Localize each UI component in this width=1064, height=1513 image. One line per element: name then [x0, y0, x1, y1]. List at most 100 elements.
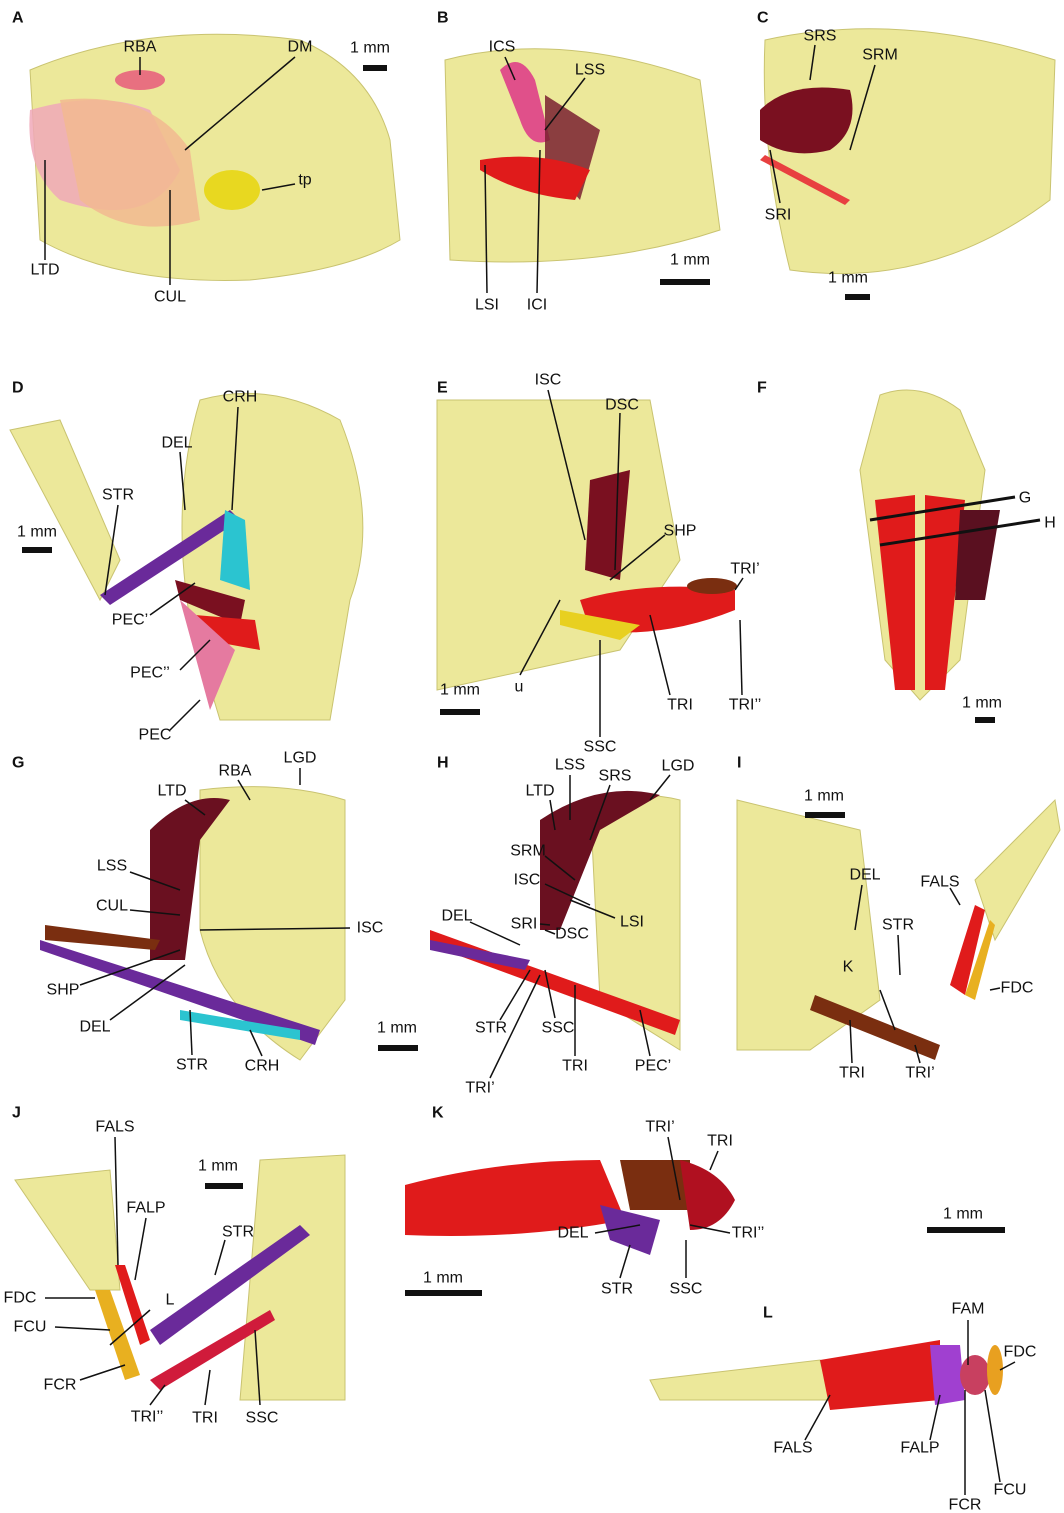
muscle-fals-j: [115, 1265, 150, 1345]
structure-label: LSI: [620, 914, 644, 931]
muscle-str-k: [600, 1205, 660, 1255]
scale-bar-label: 1 mm: [670, 252, 710, 269]
muscle-fals-i: [950, 905, 985, 995]
scale-bar: [22, 547, 52, 553]
panel-letter-a: A: [12, 10, 24, 27]
leader-line: [649, 774, 671, 801]
structure-label: TRI: [667, 697, 693, 714]
structure-label: RBA: [124, 39, 157, 56]
leader-line: [709, 1150, 719, 1171]
leader-line: [469, 921, 521, 946]
structure-label: FCU: [994, 1482, 1027, 1499]
leader-line: [544, 969, 556, 1019]
structure-label: u: [515, 679, 524, 696]
leader-line: [544, 929, 556, 935]
structure-label: STR: [882, 917, 914, 934]
structure-label: SRI: [511, 916, 538, 933]
skull-render-e: [436, 399, 681, 691]
muscle-ltd-g: [150, 798, 230, 960]
structure-label: TRI’: [905, 1065, 934, 1082]
muscle-str-d: [100, 510, 240, 605]
leader-line: [689, 1224, 731, 1234]
leader-line: [809, 44, 816, 81]
structure-label: FALS: [773, 1440, 812, 1457]
leader-line: [849, 64, 876, 151]
muscle-f-right: [925, 495, 965, 690]
panel-letter-i: I: [737, 755, 741, 772]
muscle-pec1-d: [175, 580, 245, 625]
leader-line: [544, 77, 586, 131]
leader-line: [999, 1361, 1016, 1371]
scale-bar: [205, 1183, 243, 1189]
leader-line: [204, 1369, 211, 1406]
structure-label: DEL: [849, 867, 880, 884]
leader-line: [231, 406, 239, 511]
structure-label: H: [1044, 515, 1056, 532]
muscle-trimain-k: [680, 1160, 735, 1230]
leader-line: [184, 799, 206, 816]
scale-bar: [378, 1045, 418, 1051]
structure-label: SRS: [599, 768, 632, 785]
leader-line: [739, 619, 743, 696]
structure-label: LSS: [575, 62, 605, 79]
leader-line: [184, 56, 296, 151]
structure-label: STR: [601, 1281, 633, 1298]
structure-label: SRS: [804, 28, 837, 45]
leader-line: [519, 599, 561, 676]
panel-letter-c: C: [757, 10, 769, 27]
leader-line: [189, 1009, 193, 1056]
structure-label: LTD: [30, 262, 59, 279]
scale-bar: [660, 279, 710, 285]
hand-render-j: [14, 1169, 121, 1291]
structure-label: DEL: [557, 1225, 588, 1242]
scale-bar-label: 1 mm: [377, 1020, 417, 1037]
muscle-tri-j: [150, 1310, 275, 1390]
structure-label: SSC: [584, 739, 617, 756]
panel-letter-j: J: [12, 1105, 21, 1122]
structure-label: CUL: [96, 898, 128, 915]
structure-label: SHP: [664, 523, 697, 540]
leader-line: [214, 1239, 226, 1276]
muscle-fcu-j: [95, 1290, 140, 1380]
structure-label: RBA: [219, 763, 252, 780]
structure-label: tp: [298, 172, 311, 189]
muscle-tri-i: [810, 995, 940, 1060]
scale-bar: [405, 1290, 482, 1296]
leader-line: [109, 1309, 151, 1346]
leader-line: [989, 987, 1001, 991]
leader-line: [984, 1389, 1001, 1483]
structure-label: LGD: [662, 758, 695, 775]
leader-line: [589, 784, 611, 841]
muscle-falp-l: [930, 1345, 965, 1405]
structure-label: PEC’: [635, 1058, 671, 1075]
muscle-crh-d: [220, 510, 250, 590]
scale-bar: [363, 65, 387, 71]
leader-line: [169, 699, 201, 731]
muscle-crh-g: [180, 1010, 300, 1040]
muscle-pec2-d: [195, 615, 260, 650]
leader-line: [54, 1326, 111, 1331]
muscle-tri-k: [405, 1160, 625, 1236]
leader-line: [179, 639, 211, 671]
muscle-ssc-e: [560, 610, 640, 640]
structure-label: STR: [102, 487, 134, 504]
structure-label: FAM: [952, 1301, 985, 1318]
leader-line: [109, 964, 186, 1021]
scale-bar: [927, 1227, 1005, 1233]
leader-line: [489, 974, 541, 1079]
panel-letter-l: L: [763, 1305, 773, 1322]
leader-line: [499, 969, 531, 1021]
leader-line: [261, 183, 296, 191]
leader-line: [544, 855, 576, 881]
structure-label: TRI’: [645, 1119, 674, 1136]
muscle-pec-d: [180, 600, 235, 710]
structure-label: ICI: [527, 297, 547, 314]
structure-label: SSC: [542, 1020, 575, 1037]
structure-label: FDC: [4, 1290, 37, 1307]
structure-label: STR: [176, 1057, 208, 1074]
structure-label: FCU: [14, 1319, 47, 1336]
structure-label: TRI’: [730, 561, 759, 578]
leader-line: [129, 871, 181, 891]
muscle-str-j: [150, 1225, 310, 1345]
skull-render-i: [736, 799, 881, 1051]
